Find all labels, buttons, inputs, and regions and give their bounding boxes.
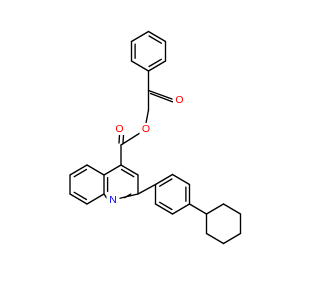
ester-carbonyl-double-bond: [122, 134, 125, 144]
benzo-ring-bond: [69, 164, 88, 176]
label-bg-ketone-oxygen: [173, 94, 186, 106]
benzo-ring-double-bond: [73, 191, 88, 201]
ester-bond: [120, 132, 141, 146]
bond: [137, 183, 157, 195]
phenyl-ring-double-bond: [148, 35, 162, 44]
quinoline-double-bond: [123, 193, 132, 199]
phenylene-ring-bond: [171, 173, 191, 186]
label-bg-ester-oxygen: [139, 123, 153, 135]
bond-layer: [69, 30, 242, 245]
ketone-bond: [147, 89, 173, 100]
phenyl-ring-bond: [147, 30, 167, 43]
phenylene-ring-double-bond: [159, 201, 173, 211]
ester-oxygen-label: O: [142, 123, 150, 135]
quinoline-bond: [118, 193, 139, 200]
bond: [188, 203, 208, 215]
ketone-oxygen-label: O: [175, 94, 183, 106]
phenyl-ring-bond: [130, 30, 150, 43]
label-bg-quinoline-nitrogen: [106, 194, 120, 206]
benzo-ring-double-bond: [73, 168, 88, 178]
molecule-structure: O O O N: [69, 30, 242, 245]
quinoline-nitrogen-label: N: [109, 194, 117, 206]
benzo-ring-bond: [86, 164, 105, 176]
cyclohexyl-bond: [222, 232, 242, 245]
phenylene-ring-bond: [171, 203, 191, 215]
atom-label-layer: O O O N: [106, 94, 186, 206]
quinoline-bond: [103, 164, 122, 176]
ketone-double-bond: [149, 92, 174, 103]
cyclohexyl-bond: [222, 203, 242, 215]
cyclohexyl-bond: [205, 232, 225, 245]
label-bg-ester-carbonyl-oxygen: [113, 123, 126, 135]
bond: [145, 109, 150, 124]
cyclohexyl-bond: [205, 203, 225, 215]
phenyl-ring-bond: [147, 60, 167, 72]
phenyl-ring-bond: [130, 60, 150, 72]
ester-carbonyl-bond: [118, 134, 121, 144]
quinoline-bond: [120, 164, 139, 176]
molecule-canvas: O O O N: [69, 30, 242, 245]
benzo-ring-bond: [69, 193, 88, 205]
ester-carbonyl-oxygen-label: O: [115, 123, 123, 135]
phenylene-ring-bond: [154, 173, 174, 186]
phenylene-ring-bond: [154, 203, 174, 215]
quinoline-double-bond: [120, 168, 135, 178]
phenylene-ring-double-bond: [159, 178, 173, 187]
benzo-ring-bond: [86, 193, 105, 205]
phenyl-ring-double-bond: [148, 58, 162, 68]
